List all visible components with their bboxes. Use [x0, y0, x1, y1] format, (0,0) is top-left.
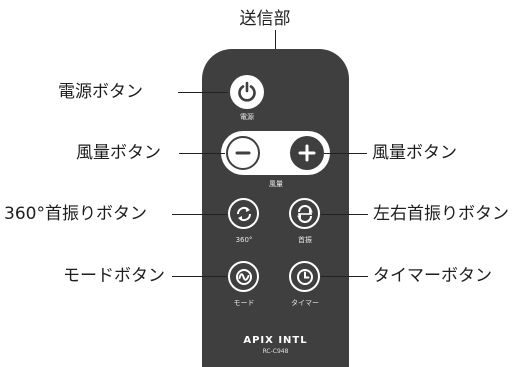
- rotate-360-leader-line: [172, 214, 227, 216]
- swing-arrows-icon: [296, 204, 313, 223]
- mode-label: モード: [233, 299, 255, 307]
- power-button[interactable]: [230, 75, 264, 109]
- rotate-360-callout: 360°首振りボタン: [4, 204, 147, 224]
- timer-leader-line: [321, 276, 368, 278]
- power-leader-line: [178, 92, 228, 94]
- fan-up-leader-line: [324, 153, 367, 155]
- swing-leader-line: [321, 214, 368, 216]
- timer-button[interactable]: [289, 261, 320, 292]
- timer-callout: タイマーボタン: [373, 266, 492, 286]
- minus-icon: [235, 151, 251, 155]
- remote-control-body: [202, 49, 349, 367]
- power-label: 電源: [240, 113, 254, 121]
- power-button-callout: 電源ボタン: [58, 82, 143, 102]
- swing-label: 首振: [298, 236, 312, 244]
- swing-callout: 左右首振りボタン: [373, 204, 509, 224]
- fan-speed-label: 風量: [269, 180, 283, 188]
- rotate-360-button[interactable]: [228, 198, 259, 229]
- timer-label: タイマー: [291, 299, 319, 307]
- transmitter-label: 送信部: [239, 9, 291, 29]
- mode-leader-line: [172, 276, 227, 278]
- fan-up-callout: 風量ボタン: [372, 143, 457, 163]
- mode-callout: モードボタン: [63, 266, 165, 286]
- fan-down-leader-line: [179, 153, 225, 155]
- transmitter-leader-line: [275, 30, 277, 50]
- rotate-arrows-icon: [236, 206, 251, 221]
- swing-button[interactable]: [289, 198, 320, 229]
- fan-down-callout: 風量ボタン: [76, 143, 161, 163]
- fan-speed-up-button[interactable]: [290, 136, 324, 170]
- model-number: RC-C948: [262, 348, 289, 355]
- rotate-360-label: 360°: [235, 236, 253, 244]
- power-icon: [238, 81, 256, 102]
- fan-speed-down-button[interactable]: [226, 136, 260, 170]
- clock-icon: [296, 268, 313, 285]
- plus-icon: [298, 144, 316, 162]
- mode-button[interactable]: [228, 261, 259, 292]
- wave-mode-icon: [235, 268, 252, 285]
- brand-logo-text: APIX INTL: [243, 335, 308, 346]
